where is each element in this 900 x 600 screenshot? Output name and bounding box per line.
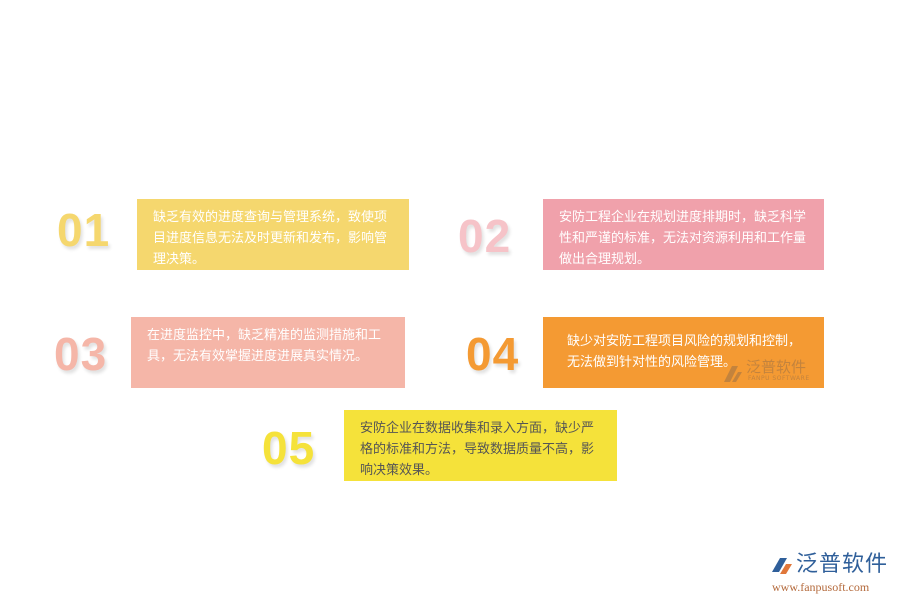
watermark-sub: FANPU SOFTWARE [748, 375, 810, 382]
item-number-04: 04 [466, 328, 520, 380]
item-number-03: 03 [54, 328, 108, 380]
item-box-02: 安防工程企业在规划进度排期时，缺乏科学性和严谨的标准，无法对资源利用和工作量做出… [543, 199, 824, 270]
logo-url[interactable]: www.fanpusoft.com [772, 580, 870, 594]
item-number-05: 05 [262, 422, 316, 474]
item-box-05: 安防企业在数据收集和录入方面，缺少严格的标准和方法，导致数据质量不高，影响决策效… [344, 410, 617, 481]
item-number-02: 02 [458, 210, 512, 262]
logo-name: 泛普软件 [796, 552, 889, 577]
watermark: 泛普软件 FANPU SOFTWARE [720, 358, 820, 386]
fanpu-logo-icon [724, 366, 742, 382]
item-number-01: 01 [57, 204, 111, 256]
watermark-name: 泛普软件 [746, 358, 807, 376]
fanpu-logo[interactable]: 泛普软件 www.fanpusoft.com [770, 551, 894, 595]
item-box-01: 缺乏有效的进度查询与管理系统，致使项目进度信息无法及时更新和发布，影响管理决策。 [137, 199, 409, 270]
fanpu-logo-icon [772, 558, 792, 574]
item-box-04: 缺少对安防工程项目风险的规划和控制，无法做到针对性的风险管理。 [543, 317, 824, 388]
item-box-03: 在进度监控中，缺乏精准的监测措施和工具，无法有效掌握进度进展真实情况。 [131, 317, 405, 388]
